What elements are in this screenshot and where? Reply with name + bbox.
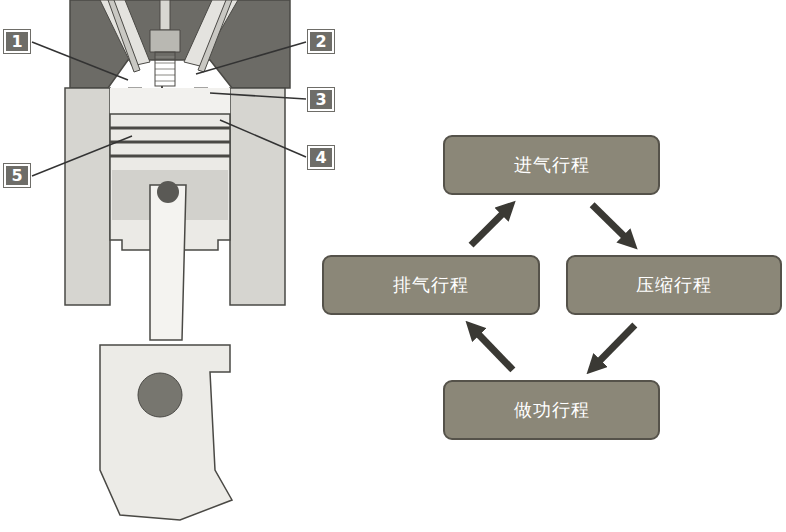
callout-number: 1 xyxy=(4,30,30,53)
callout-number: 5 xyxy=(4,164,30,187)
callout-number: 3 xyxy=(308,88,334,111)
cycle-arrow xyxy=(471,208,509,245)
cycle-arrow xyxy=(593,325,634,367)
process-box: 压缩行程 xyxy=(566,255,782,315)
process-box: 进气行程 xyxy=(443,135,660,195)
intake-valve-stem xyxy=(108,0,140,72)
cycle-arrow xyxy=(472,328,512,370)
combustion-chamber xyxy=(110,88,230,114)
piston-ring xyxy=(110,155,230,158)
process-box: 做功行程 xyxy=(443,380,660,440)
stroke-name: 排气行程 xyxy=(393,273,469,297)
stroke-name: 压缩行程 xyxy=(636,273,712,297)
exhaust-port xyxy=(184,0,238,66)
callout-number: 2 xyxy=(308,30,334,53)
piston-ring xyxy=(110,127,230,130)
cylinder-wall-left xyxy=(65,88,110,305)
spark-plug-thread xyxy=(155,52,175,86)
piston-ring xyxy=(110,141,230,144)
cycle-arrow xyxy=(592,205,630,243)
crank-pin xyxy=(138,373,182,417)
spark-plug-hex xyxy=(150,30,180,52)
process-box: 排气行程 xyxy=(322,255,540,315)
cylinder-wall-right xyxy=(230,88,285,305)
stroke-name: 进气行程 xyxy=(514,153,590,177)
piston-pin xyxy=(157,181,179,203)
callout-number: 4 xyxy=(308,146,334,169)
spark-plug-terminal xyxy=(160,0,170,30)
leader-lines xyxy=(32,42,306,176)
exhaust-valve-stem xyxy=(198,0,232,72)
stroke-name: 做功行程 xyxy=(514,398,590,422)
connecting-rod xyxy=(150,185,186,340)
cylinder-head xyxy=(70,0,290,88)
crank xyxy=(100,345,232,520)
